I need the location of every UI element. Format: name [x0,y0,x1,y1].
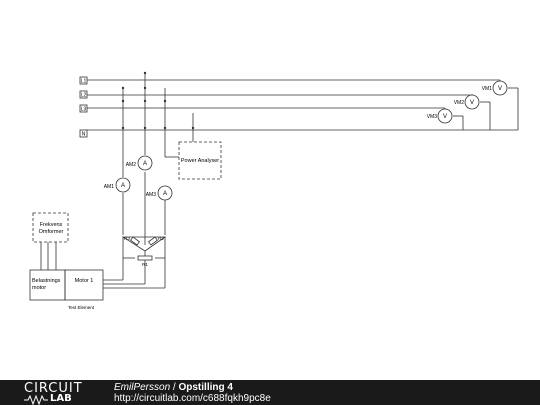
circuit-url-link[interactable]: http://circuitlab.com/c688fqkh9pc8e [114,393,271,404]
belastnings-label-line1: Belastnings [32,278,61,284]
vm2-meter [464,94,480,110]
motor-1-box [64,269,104,301]
footer-bar: CIRCUIT LAB EmilPersson / Opstilling 4 h… [0,380,540,405]
l2-label: L2 [81,93,87,99]
vm3-label: VM3 [427,114,438,120]
r1-label: R1 [142,262,148,267]
l2-terminal [79,90,88,99]
frekvens-omformer-box [32,212,69,243]
l1-label: L1 [81,79,87,85]
r3-label: R3 [124,236,130,241]
am1-meter [115,177,131,193]
vm2-label: VM2 [454,100,465,106]
power-analyser-box [178,141,222,180]
frekvens-label-line2: Omformer [39,229,64,235]
logo-top-text: CIRCUIT [24,381,83,396]
title-separator: / [170,382,179,393]
vm1-label: VM1 [482,86,493,92]
circuitlab-logo[interactable]: CIRCUIT LAB [24,381,94,405]
author-link[interactable]: EmilPersson [114,382,171,393]
am2-meter [137,155,153,171]
circuit-schematic: L1 L2 L3 N V V V VM1 VM2 VM3 [29,71,519,310]
logo-resistor-icon [24,395,48,405]
am1-symbol: A [121,183,125,189]
vm2-symbol: V [470,100,474,106]
l3-label: L3 [81,107,87,113]
r3-resistor [130,236,140,246]
frekvens-label-line1: Frekvens [40,222,63,228]
vm1-symbol: V [498,86,502,92]
circuit-title: Opstilling 4 [178,382,233,393]
r2-resistor [148,236,158,246]
am1-label: AM1 [104,184,115,190]
n-terminal [79,129,88,138]
vm1-meter [492,80,508,96]
motor-1-label: Motor 1 [75,278,94,284]
logo-bottom-text: LAB [50,393,72,404]
test-element-label: Test Element [68,305,95,310]
vm3-symbol: V [443,114,447,120]
n-label: N [82,132,86,138]
r1-resistor [137,255,153,261]
am3-symbol: A [163,191,167,197]
r2-label: R2 [158,236,164,241]
am2-symbol: A [143,161,147,167]
l1-terminal [79,76,88,85]
power-analyser-label: Power Analyser [181,158,219,164]
footer-title-line: EmilPersson / Opstilling 4 [114,382,233,393]
am3-meter [157,185,173,201]
l3-terminal [79,104,88,113]
belastnings-label-line2: motor [32,285,46,291]
am2-label: AM2 [126,162,137,168]
am3-label: AM3 [146,192,157,198]
vm3-meter [437,108,453,124]
